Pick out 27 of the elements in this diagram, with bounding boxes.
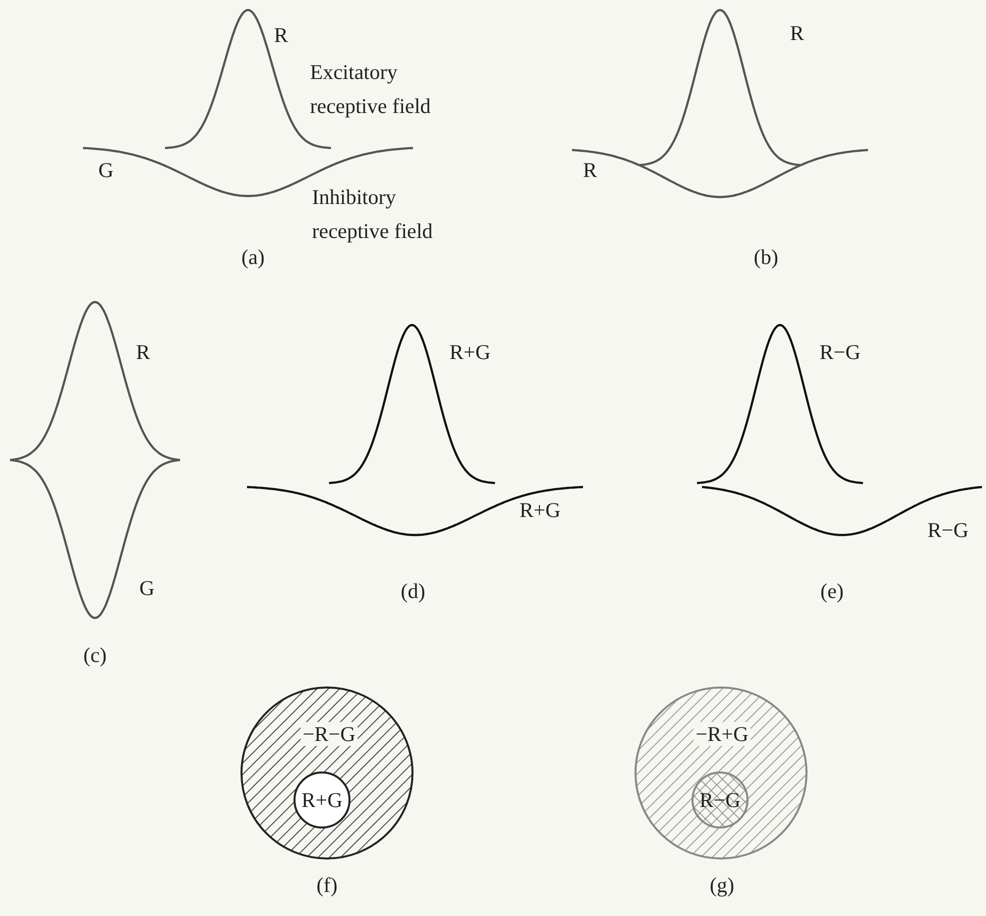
field-label: Excitatory receptive field	[310, 59, 432, 120]
region-label: R+G	[300, 788, 344, 812]
center-disk	[293, 771, 351, 829]
region-label: −R+G	[694, 722, 750, 746]
panel-label: (c)	[83, 642, 107, 669]
surround-ring	[240, 686, 414, 860]
panel-label: (e)	[820, 578, 844, 605]
region-label: −R−G	[300, 722, 358, 746]
field-label: Inhibitory receptive field	[312, 184, 434, 245]
surround-ring	[634, 686, 808, 860]
curve-label: R−G	[928, 517, 968, 544]
panel-label: (g)	[710, 872, 734, 899]
region-label: R−G	[698, 788, 742, 812]
panel-label: (b)	[754, 244, 778, 271]
curve-label: R	[790, 20, 804, 47]
panel-label: (d)	[400, 578, 426, 605]
curve-label: G	[98, 157, 114, 184]
curve-label: R+G	[520, 497, 560, 524]
curve-label: R	[136, 339, 150, 366]
panel-label: (a)	[241, 244, 265, 271]
curve-label: G	[139, 575, 155, 602]
curve-label: R−G	[820, 339, 860, 366]
curve-label: R	[274, 22, 288, 49]
center-disk	[691, 771, 749, 829]
curve-label: R+G	[450, 339, 490, 366]
panel-label: (f)	[316, 872, 338, 899]
curve-label: R	[583, 157, 597, 184]
